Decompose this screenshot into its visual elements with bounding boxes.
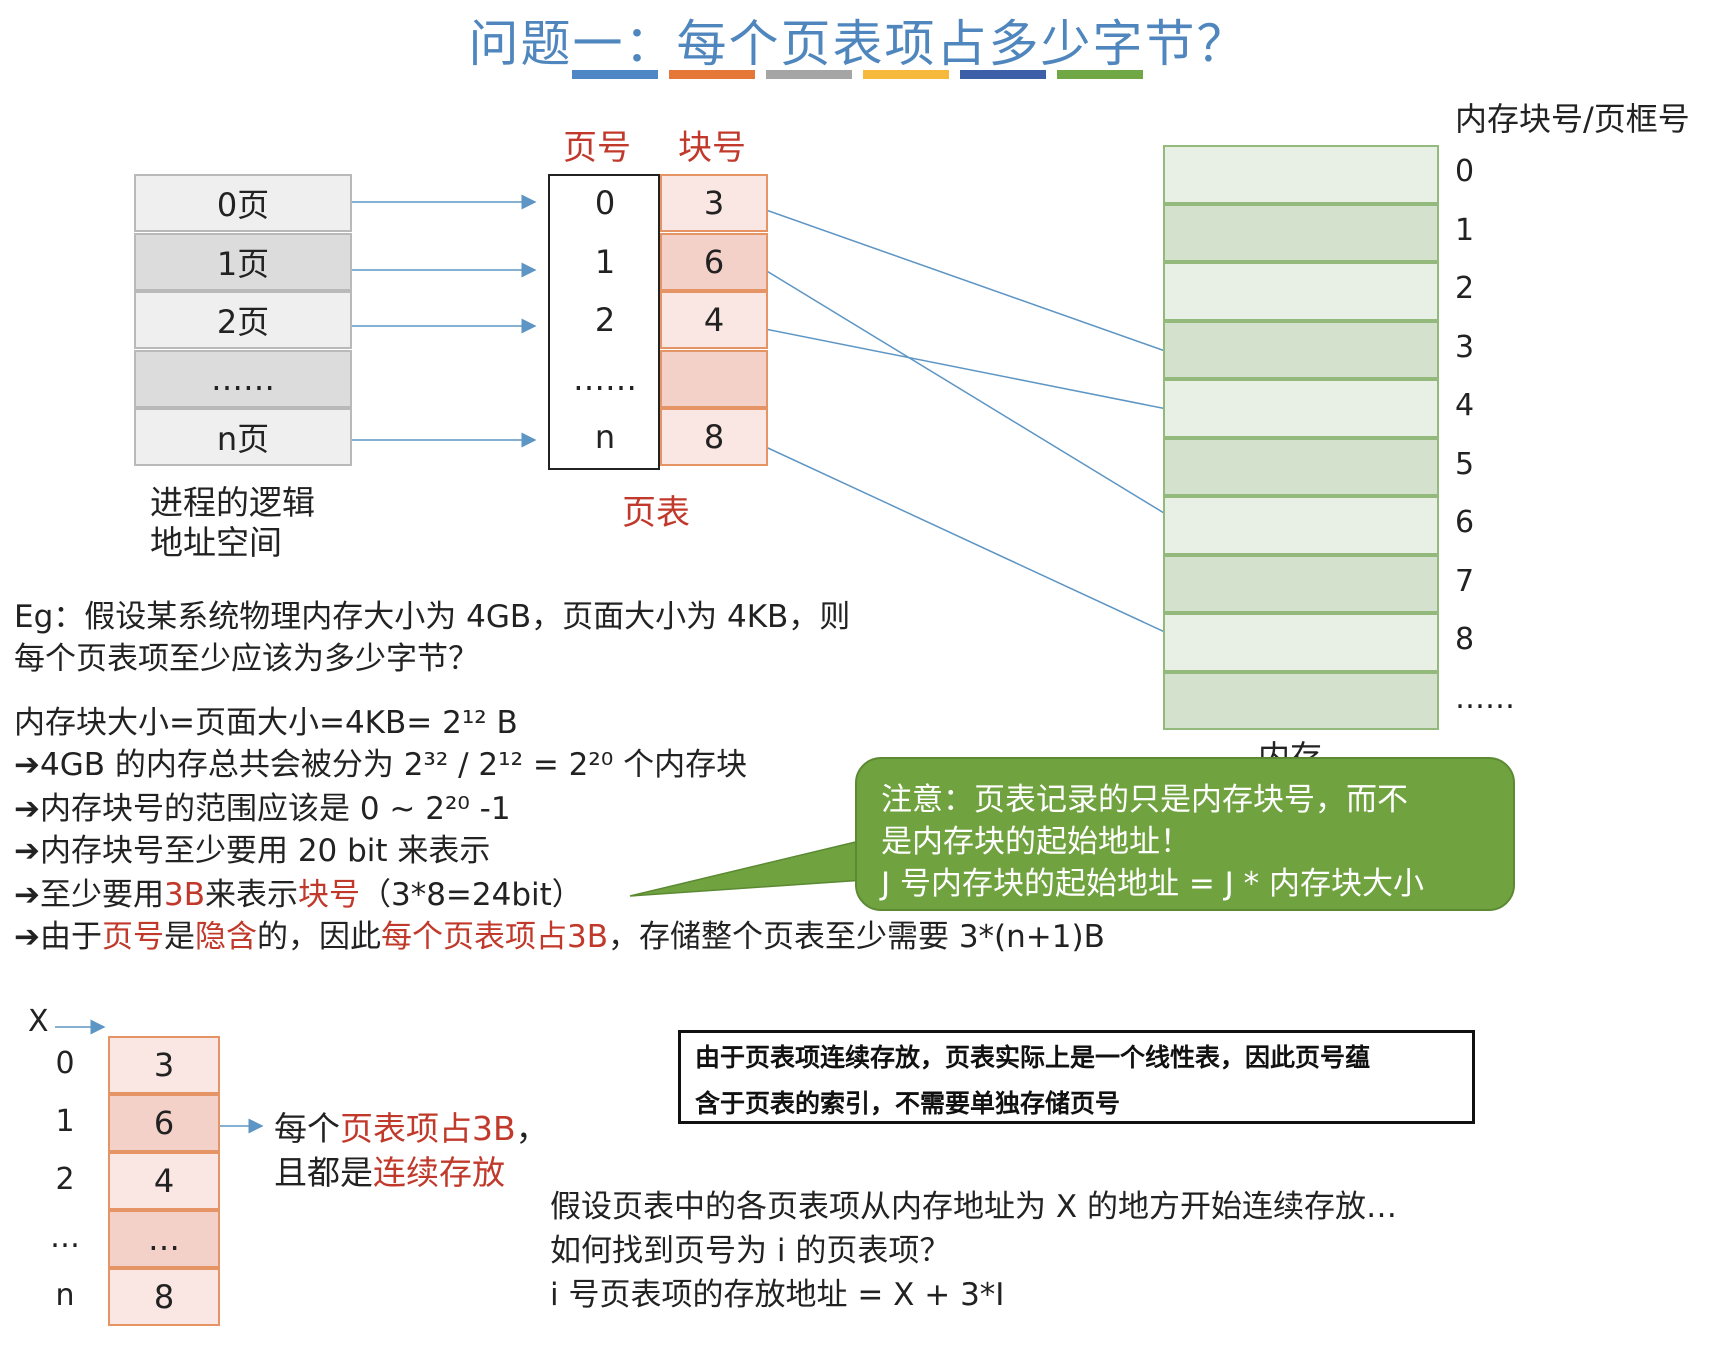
memory-header: 内存块号/页框号 — [1455, 100, 1690, 138]
bottom-text-1: 假设页表中的各页表项从内存地址为 X 的地方开始连续存放… — [550, 1189, 1397, 1225]
entry-value-2: 4 — [108, 1152, 220, 1210]
page-table-caption: 页表 — [622, 493, 690, 533]
memory-block-label-8: 8 — [1455, 622, 1475, 657]
entry-desc-2: 且都是连续存放 — [274, 1153, 505, 1192]
bottom-text-2: 如何找到页号为 i 的页表项？ — [550, 1233, 951, 1269]
block-number-0: 3 — [660, 174, 768, 232]
page-number-3: …… — [573, 359, 637, 398]
title-bar-5 — [1057, 70, 1143, 79]
entry-index-4: n — [55, 1278, 75, 1313]
memory-block-label-1: 1 — [1455, 212, 1475, 248]
linear-table-note: 由于页表项连续存放，页表实际上是一个线性表，因此页号蕴 含于页表的索引，不需要单… — [678, 1030, 1475, 1124]
memory-block-label-6: 6 — [1455, 505, 1475, 540]
memory-block-6 — [1163, 496, 1439, 555]
entry-value-0: 3 — [108, 1036, 220, 1094]
page-number-0: 0 — [594, 184, 616, 222]
entry-index-3: … — [50, 1220, 80, 1255]
step-4: ➔内存块号至少要用 20 bit 来表示 — [14, 833, 491, 869]
note-line-1: 由于页表项连续存放，页表实际上是一个线性表，因此页号蕴 — [695, 1043, 1371, 1072]
start-address-label: X — [28, 1004, 49, 1039]
memory-block-9 — [1163, 671, 1439, 730]
memory-block-label-4: 4 — [1455, 388, 1475, 423]
bottom-text-3: i 号页表项的存放地址 = X + 3*I — [550, 1277, 1005, 1313]
note-line-2: 含于页表的索引，不需要单独存储页号 — [695, 1089, 1121, 1118]
page-number-4: n — [594, 418, 616, 456]
entry-value-1: 6 — [108, 1094, 220, 1152]
logical-page-2: 2页 — [134, 291, 352, 349]
memory-block-4 — [1163, 379, 1439, 438]
title-bar-1 — [669, 70, 755, 79]
slide-title: 问题一：每个页表项占多少字节？ — [468, 15, 1249, 73]
logical-caption-2: 地址空间 — [150, 523, 282, 562]
callout-line-2: 是内存块的起始地址！ — [881, 824, 1191, 860]
step-2: ➔4GB 的内存总共会被分为 2³² / 2¹² = 2²⁰ 个内存块 — [14, 747, 748, 783]
title-bar-3 — [863, 70, 949, 79]
entry-value-4: 8 — [108, 1268, 220, 1326]
memory-block-label-0: 0 — [1455, 154, 1475, 189]
block-number-4: 8 — [660, 408, 768, 466]
step-6: ➔由于页号是隐含的，因此每个页表项占3B，存储整个页表至少需要 3*(n+1)B — [14, 919, 1105, 955]
logical-page-0: 0页 — [134, 174, 352, 232]
callout-pointer — [629, 839, 865, 897]
memory-block-label-9: …… — [1455, 680, 1515, 716]
entry-index-1: 1 — [55, 1104, 75, 1139]
arrow-block6 — [751, 261, 1184, 525]
entry-index-0: 0 — [55, 1046, 75, 1081]
memory-block-8 — [1163, 613, 1439, 672]
logical-page-3: …… — [134, 349, 352, 408]
logical-caption-1: 进程的逻辑 — [150, 483, 315, 522]
memory-caption: 内存 — [1258, 738, 1323, 758]
step-5: ➔至少要用3B来表示块号（3*8=24bit） — [14, 877, 583, 913]
example-line-2: 每个页表项至少应该为多少字节？ — [14, 641, 479, 677]
memory-block-0 — [1163, 145, 1439, 204]
page-number-header: 页号 — [563, 128, 631, 168]
callout-line-1: 注意：页表记录的只是内存块号，而不 — [881, 782, 1408, 818]
title-bar-4 — [960, 70, 1046, 79]
memory-block-5 — [1163, 437, 1439, 496]
page-number-1: 1 — [594, 242, 616, 281]
arrow-block8 — [754, 441, 1184, 642]
block-number-header: 块号 — [678, 128, 746, 168]
arrow-block4 — [744, 324, 1184, 417]
step-3: ➔内存块号的范围应该是 0 ~ 2²⁰ -1 — [14, 791, 511, 827]
memory-block-label-7: 7 — [1455, 563, 1475, 599]
page-number-2: 2 — [594, 301, 616, 339]
logical-page-4: n页 — [134, 408, 352, 466]
block-number-3 — [660, 349, 768, 408]
note-callout: 注意：页表记录的只是内存块号，而不 是内存块的起始地址！ J 号内存块的起始地址… — [855, 757, 1515, 911]
logical-page-1: 1页 — [134, 232, 352, 291]
entry-desc-1: 每个页表项占3B， — [274, 1109, 549, 1148]
block-number-2: 4 — [660, 291, 768, 349]
entry-index-2: 2 — [55, 1162, 75, 1197]
step-1: 内存块大小=页面大小=4KB= 2¹² B — [14, 705, 518, 741]
memory-block-2 — [1163, 262, 1439, 321]
memory-block-label-2: 2 — [1455, 271, 1475, 306]
memory-block-label-3: 3 — [1455, 329, 1475, 365]
page-number-column — [548, 174, 660, 470]
block-number-1: 6 — [660, 232, 768, 291]
arrow-block3 — [751, 204, 1184, 360]
memory-block-3 — [1163, 320, 1439, 379]
memory-block-7 — [1163, 554, 1439, 613]
memory-block-1 — [1163, 203, 1439, 262]
memory-block-label-5: 5 — [1455, 446, 1475, 482]
entry-value-3: … — [108, 1210, 220, 1268]
title-bar-0 — [572, 70, 658, 79]
title-bar-2 — [766, 70, 852, 79]
callout-line-3: J 号内存块的起始地址 = J * 内存块大小 — [881, 866, 1425, 902]
example-line-1: Eg：假设某系统物理内存大小为 4GB，页面大小为 4KB，则 — [14, 599, 851, 635]
